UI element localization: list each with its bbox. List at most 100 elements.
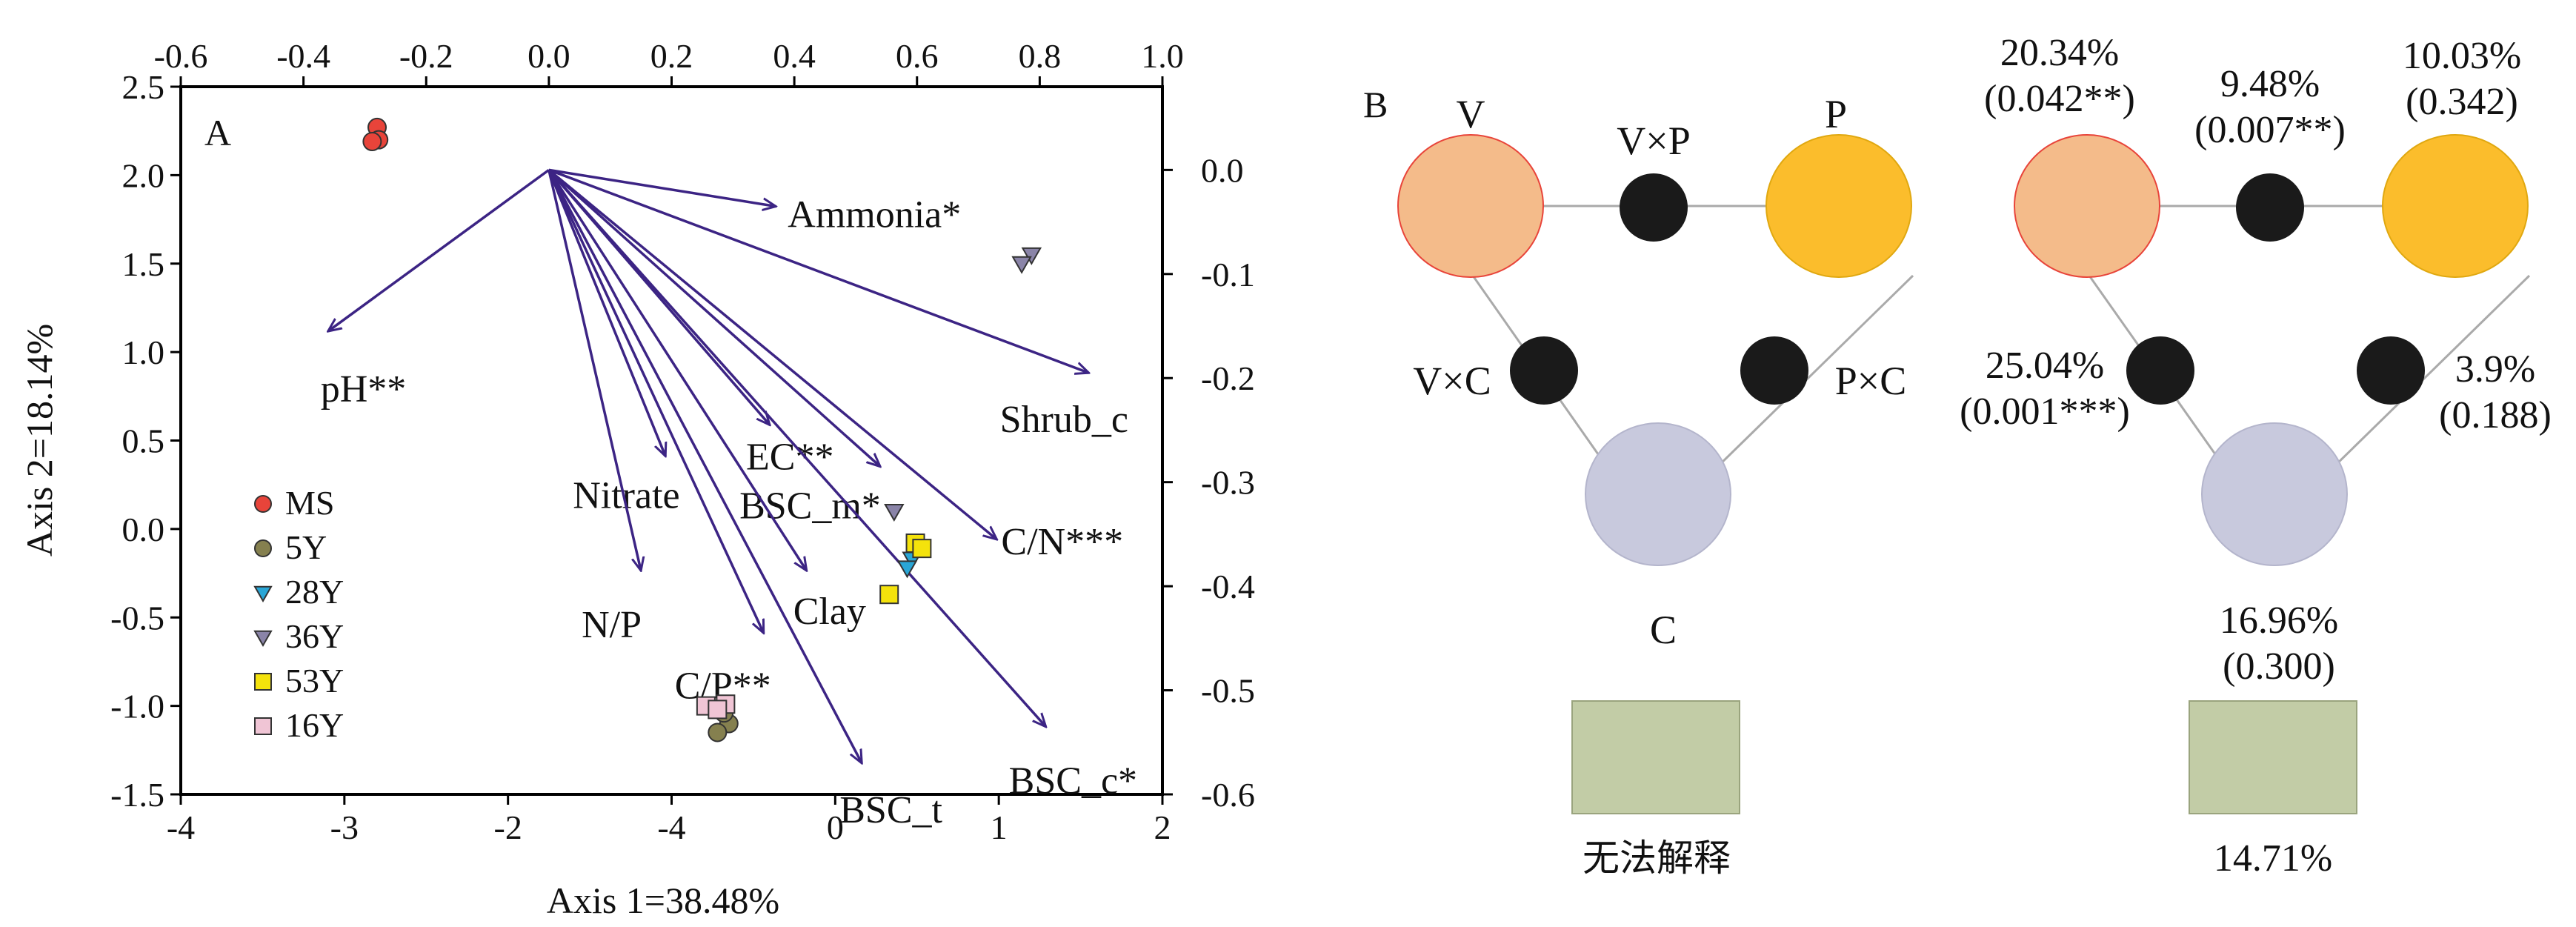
unexplained-box-left — [1571, 700, 1740, 814]
legend-label-28y: 28Y — [285, 573, 344, 611]
bottom-tick-label: -4 — [167, 808, 195, 846]
bottom-tick-label: 1 — [991, 808, 1008, 846]
arrow-bsc-t — [548, 169, 862, 763]
top-tick-label: 0.0 — [527, 37, 570, 75]
unexplained-box-right — [2189, 700, 2357, 814]
bottom-tick-label: -2 — [494, 808, 522, 846]
arrow-label-bsc-m: BSC_m* — [739, 485, 881, 528]
right-tick-label: -0.2 — [1201, 359, 1255, 397]
unexplained-value: 14.71% — [2214, 837, 2332, 880]
right-tick-label: -0.5 — [1201, 672, 1255, 710]
arrow-label-ph: pH** — [321, 368, 407, 411]
pvalue-v: (0.042**) — [1984, 78, 2135, 120]
arrow-nitrate — [548, 169, 665, 456]
right-diagram: 20.34% (0.042**) 9.48% (0.007**) 10.03% … — [1960, 32, 2552, 880]
left-tick-label: 0.5 — [122, 422, 165, 460]
left-tick-label: -0.5 — [110, 599, 164, 637]
node-c-right — [2201, 422, 2348, 566]
left-diagram: V P C V×P V×C P×C 无法解释 — [1397, 92, 1914, 880]
point-5y — [708, 722, 728, 742]
node-vxp-right — [2236, 173, 2304, 242]
arrows-layer: Ammonia*pH**Shrub_cNitrateN/PEC**BSC_m*C… — [321, 168, 1137, 831]
node-v-right — [2014, 134, 2160, 278]
arrow-label-ec: EC** — [746, 436, 833, 478]
left-tick-label: 0.0 — [122, 511, 165, 548]
arrow-ammonia — [548, 168, 776, 206]
point-36y — [1011, 256, 1032, 274]
pvalue-pxc: (0.188) — [2439, 394, 2552, 436]
bottom-tick-label: 0 — [827, 808, 844, 846]
arrow-bsc-c — [548, 169, 1046, 726]
y-axis-title: Axis 2=18.14% — [19, 324, 60, 556]
arrow-label-ammonia: Ammonia* — [788, 194, 961, 236]
arrow-label-n-p: N/P — [582, 604, 642, 646]
point-ms — [362, 132, 382, 152]
pvalue-p: (0.342) — [2406, 81, 2518, 123]
node-pxc — [1740, 336, 1808, 405]
value-v: 20.34% — [2000, 32, 2119, 74]
variation-partition-diagram: B V P C V×P V×C P×C 无法解释 — [1363, 32, 2552, 880]
value-pxc: 3.9% — [2455, 348, 2535, 391]
node-p — [1765, 134, 1912, 278]
right-tick-label: -0.3 — [1201, 464, 1255, 502]
legend-label-16y: 16Y — [285, 706, 344, 744]
node-v — [1397, 134, 1544, 278]
value-p: 10.03% — [2403, 35, 2521, 77]
top-tick-label: 1.0 — [1141, 37, 1184, 75]
pvalue-vxc: (0.001***) — [1960, 391, 2130, 433]
points-layer — [362, 117, 1042, 742]
panel-label-b: B — [1363, 84, 1388, 125]
node-vxp — [1620, 173, 1688, 242]
bottom-x-axis: -4 -3 -2 -4 0 1 2 — [167, 794, 1171, 846]
x-axis-title: Axis 1=38.48% — [547, 880, 779, 921]
point-36y — [1021, 247, 1042, 265]
label-vxc: V×C — [1413, 359, 1491, 403]
top-tick-label: -0.4 — [276, 37, 330, 75]
node-pxc-right — [2357, 336, 2425, 405]
left-tick-label: 1.0 — [122, 333, 165, 371]
arrow-n-p — [548, 169, 641, 571]
point-53y — [912, 539, 932, 559]
left-tick-label: 1.5 — [122, 245, 165, 283]
arrow-shrub-c — [548, 168, 1089, 373]
bottom-tick-label: -3 — [330, 808, 359, 846]
arrow-label-shrub-c: Shrub_c — [1000, 399, 1128, 441]
top-tick-label: 0.6 — [896, 37, 939, 75]
unexplained-label: 无法解释 — [1582, 837, 1731, 880]
top-tick-label: 0.4 — [773, 37, 816, 75]
right-y-axis: 0.0-0.1-0.2-0.3-0.4-0.5-0.6 — [1162, 151, 1255, 814]
point-36y — [884, 504, 905, 522]
left-y-axis: 2.52.01.51.00.50.0-0.5-1.0-1.5 — [110, 68, 181, 814]
label-v: V — [1457, 92, 1485, 136]
label-p: P — [1825, 92, 1847, 136]
arrow-c-p — [548, 169, 765, 633]
node-vxc — [1510, 336, 1578, 405]
pvalue-vxp: (0.007**) — [2194, 109, 2346, 151]
top-tick-label: -0.6 — [154, 37, 208, 75]
arrow-bsc-m — [548, 169, 880, 466]
bottom-tick-label: 2 — [1154, 808, 1171, 846]
edge-p-c-right — [2329, 274, 2531, 471]
legend-marker-16y — [254, 717, 272, 735]
arrow-label-bsc-t: BSC_t — [839, 789, 942, 831]
right-tick-label: 0.0 — [1201, 151, 1244, 189]
arrow-ph — [328, 168, 550, 331]
label-c: C — [1650, 608, 1677, 652]
left-tick-label: 2.5 — [122, 68, 165, 106]
label-vxp: V×P — [1617, 119, 1690, 163]
legend-label-5y: 5Y — [285, 528, 327, 566]
arrow-label-clay: Clay — [793, 591, 866, 633]
node-p-right — [2382, 134, 2529, 278]
top-tick-label: 0.8 — [1019, 37, 1062, 75]
arrow-label-c-n: C/N*** — [1001, 521, 1123, 563]
arrow-label-bsc-c: BSC_c* — [1009, 760, 1137, 803]
legend-marker-36y — [253, 630, 273, 648]
right-tick-label: -0.6 — [1201, 776, 1255, 814]
legend-label-36y: 36Y — [285, 617, 344, 655]
bottom-tick-label: -4 — [657, 808, 685, 846]
legend-label-ms: MS — [285, 484, 334, 522]
panel-label-a: A — [204, 112, 231, 153]
left-tick-label: 2.0 — [122, 156, 165, 194]
label-pxc: P×C — [1835, 359, 1907, 403]
